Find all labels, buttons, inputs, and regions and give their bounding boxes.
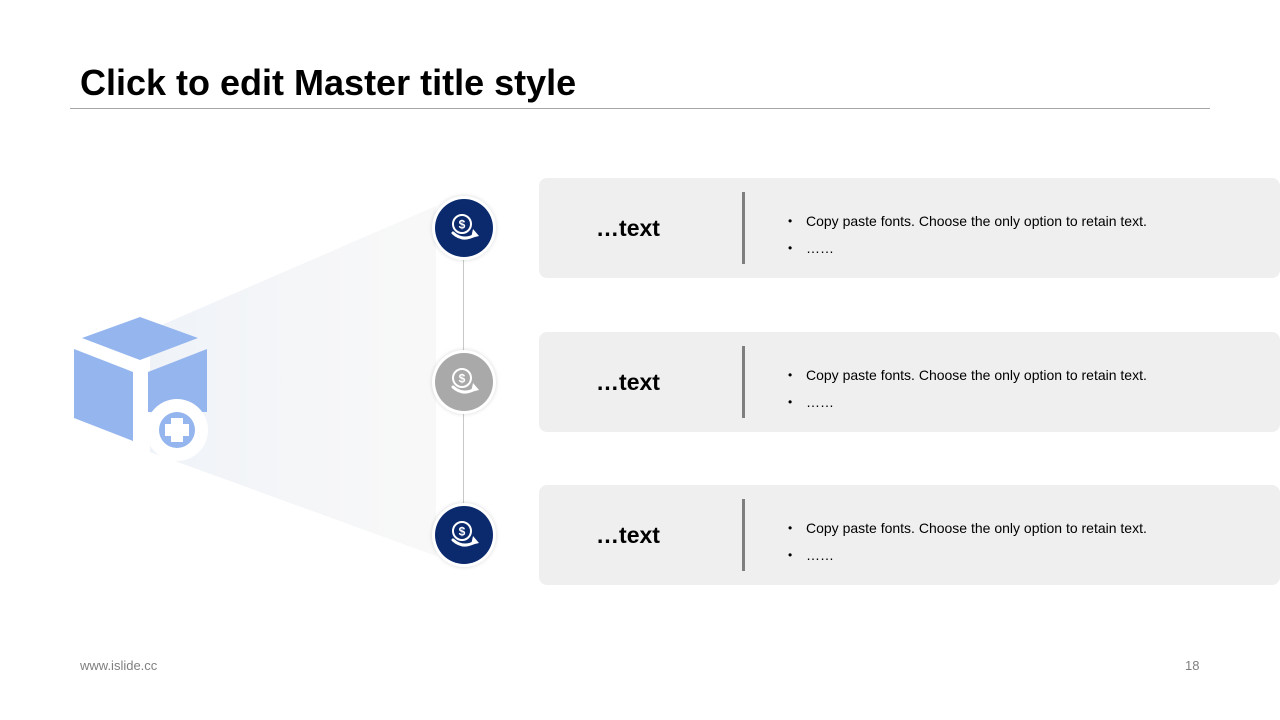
slide-title[interactable]: Click to edit Master title style bbox=[80, 62, 577, 103]
card-label[interactable]: …text bbox=[596, 368, 660, 395]
bullet-list: Copy paste fonts. Choose the only option… bbox=[788, 362, 1147, 416]
page-number: 18 bbox=[1185, 658, 1200, 673]
node-2[interactable]: $ bbox=[435, 353, 493, 411]
card-label[interactable]: …text bbox=[596, 521, 660, 548]
card-divider bbox=[742, 192, 745, 264]
card-label[interactable]: …text bbox=[596, 214, 660, 241]
footer-url: www.islide.cc bbox=[80, 658, 158, 673]
node-1[interactable]: $ bbox=[435, 199, 493, 257]
money-transfer-icon: $ bbox=[451, 214, 479, 240]
title-underline bbox=[70, 108, 1210, 109]
bullet-item[interactable]: …… bbox=[788, 542, 1147, 569]
bullet-item[interactable]: Copy paste fonts. Choose the only option… bbox=[788, 362, 1147, 389]
hero-graphic bbox=[74, 206, 436, 556]
money-transfer-icon: $ bbox=[451, 521, 479, 547]
content-card-3[interactable]: …text Copy paste fonts. Choose the only … bbox=[539, 485, 1280, 585]
content-card-2[interactable]: …text Copy paste fonts. Choose the only … bbox=[539, 332, 1280, 432]
money-transfer-icon: $ bbox=[451, 368, 479, 394]
node-3[interactable]: $ bbox=[435, 506, 493, 564]
bullet-item[interactable]: …… bbox=[788, 389, 1147, 416]
bullet-item[interactable]: Copy paste fonts. Choose the only option… bbox=[788, 515, 1147, 542]
content-card-1[interactable]: …text Copy paste fonts. Choose the only … bbox=[539, 178, 1280, 278]
bullet-item[interactable]: …… bbox=[788, 235, 1147, 262]
svg-text:$: $ bbox=[459, 372, 466, 386]
card-divider bbox=[742, 499, 745, 571]
bullet-list: Copy paste fonts. Choose the only option… bbox=[788, 515, 1147, 569]
box-add-icon bbox=[74, 317, 208, 461]
bullet-list: Copy paste fonts. Choose the only option… bbox=[788, 208, 1147, 262]
svg-text:$: $ bbox=[459, 218, 466, 232]
svg-text:$: $ bbox=[459, 525, 466, 539]
spotlight-beam bbox=[150, 206, 436, 556]
bullet-item[interactable]: Copy paste fonts. Choose the only option… bbox=[788, 208, 1147, 235]
card-divider bbox=[742, 346, 745, 418]
